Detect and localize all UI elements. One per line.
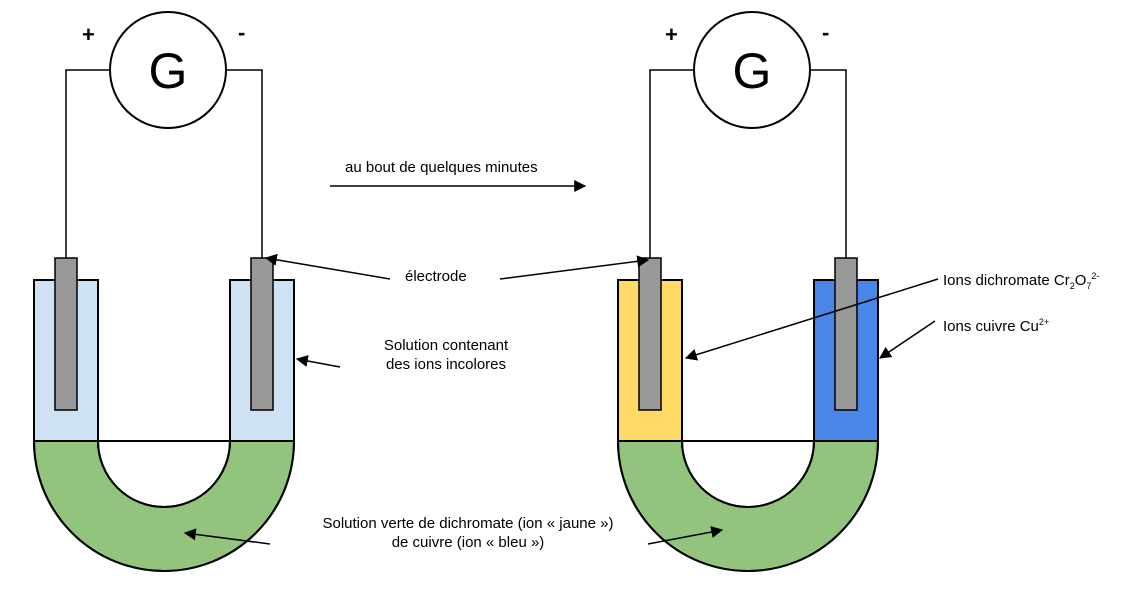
right-galvanometer-label: G xyxy=(732,43,772,99)
dichromate-sub1: 2 xyxy=(1069,281,1075,291)
right-wire-cathode xyxy=(810,69,847,258)
copper-prefix: Ions cuivre Cu xyxy=(943,318,1039,335)
right-galvanometer xyxy=(693,11,811,129)
dichromate-ions-pointer xyxy=(684,278,939,361)
right-anode-electrode xyxy=(638,257,662,411)
dichromate-ions-label: Ions dichromate Cr2O72- xyxy=(943,267,1099,296)
time-arrow-label: au bout de quelques minutes xyxy=(345,159,538,176)
left-galvanometer-label: G xyxy=(148,43,188,99)
left-wire-cathode xyxy=(226,69,263,258)
colorless-solution-label-line2: des ions incolores xyxy=(385,356,507,373)
right-setup xyxy=(616,11,880,572)
copper-ions-label: Ions cuivre Cu2+ xyxy=(943,313,1049,336)
right-wire-anode xyxy=(649,69,694,258)
left-u-tube-outline xyxy=(33,440,295,572)
left-minus-sign: - xyxy=(238,20,246,45)
dichromate-prefix: Ions dichromate Cr xyxy=(943,272,1070,289)
colorless-solution-label: Solution contenant des ions incolores xyxy=(352,336,540,374)
electrode-label: électrode xyxy=(405,268,467,285)
right-cathode-electrode xyxy=(834,257,858,411)
copper-charge: 2+ xyxy=(1038,317,1050,327)
right-minus-sign: - xyxy=(822,20,830,45)
left-galvanometer xyxy=(109,11,227,129)
left-wire-anode xyxy=(65,69,110,258)
colorless-solution-pointer xyxy=(295,355,341,368)
dichromate-charge: 2- xyxy=(1091,271,1100,281)
electrode-pointer-left xyxy=(264,253,391,280)
left-plus-sign: + xyxy=(82,22,95,47)
colorless-solution-label-line1: Solution contenant xyxy=(383,337,509,354)
left-u-tube-inner-outline xyxy=(97,440,231,508)
right-u-tube-outline xyxy=(617,440,879,572)
green-solution-label-line2: de cuivre (ion « bleu ») xyxy=(391,534,545,551)
dichromate-sub2: 7 xyxy=(1086,281,1092,291)
left-cathode-electrode xyxy=(250,257,274,411)
green-solution-pointer-right xyxy=(647,526,724,545)
dichromate-mid: O xyxy=(1074,272,1087,289)
right-u-tube-inner-outline xyxy=(681,440,815,508)
green-solution-label: Solution verte de dichromate (ion « jaun… xyxy=(288,514,648,552)
copper-ions-pointer xyxy=(879,320,936,359)
right-plus-sign: + xyxy=(665,22,678,47)
left-anode-electrode xyxy=(54,257,78,411)
green-solution-pointer-left xyxy=(183,528,271,545)
green-solution-label-line1: Solution verte de dichromate (ion « jaun… xyxy=(322,515,614,532)
electrode-pointer-right xyxy=(499,255,650,280)
